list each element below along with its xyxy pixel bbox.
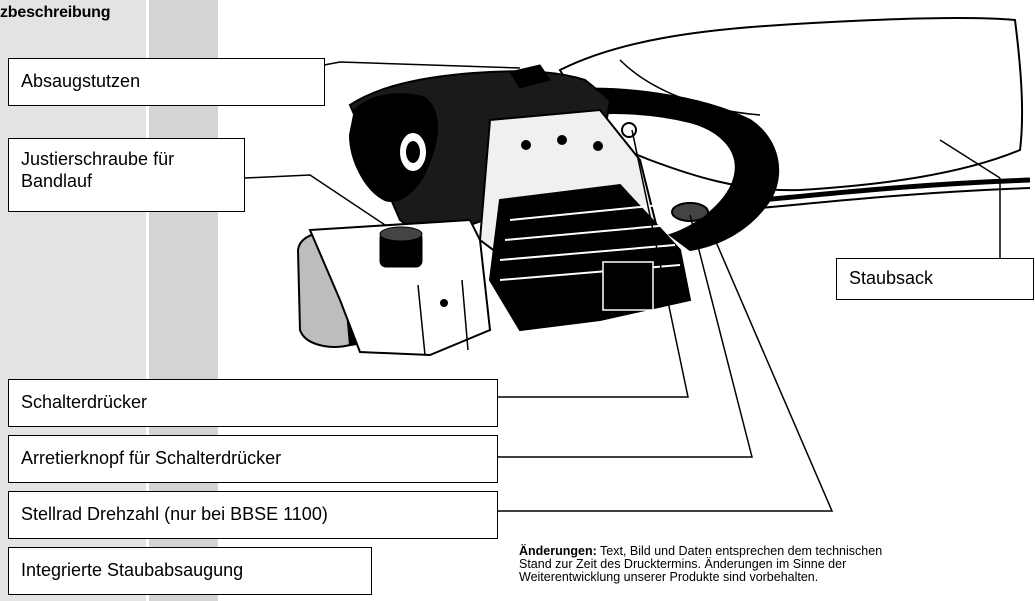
- rear-handle: [558, 87, 780, 252]
- switch-button: [621, 122, 637, 138]
- speed-dial: [671, 202, 709, 222]
- label-justierschraube: Justierschraube für Bandlauf: [8, 138, 245, 212]
- label-schalterdruecker-text: Schalterdrücker: [21, 392, 148, 413]
- dust-nozzle: [509, 64, 551, 89]
- front-grip: [348, 93, 438, 202]
- label-staubsack-text: Staubsack: [849, 268, 934, 289]
- leader-lines: [244, 61, 1001, 512]
- change-notice-line3: Weiterentwicklung unserer Produkte sind …: [519, 570, 819, 584]
- label-staubsack: Staubsack: [836, 258, 1034, 300]
- label-stellrad-text: Stellrad Drehzahl (nur bei BBSE 1100): [21, 504, 328, 525]
- power-cable: [759, 177, 1031, 203]
- label-staubabsaugung-text: Integrierte Staubabsaugung: [21, 560, 244, 581]
- page-heading: zbeschreibung: [0, 4, 111, 21]
- sidebar-separator: [146, 0, 149, 601]
- change-notice: Änderungen: Text, Bild und Daten entspre…: [519, 545, 1019, 584]
- label-absaugstutzen-text: Absaugstutzen: [21, 71, 141, 92]
- label-absaugstutzen: Absaugstutzen: [8, 58, 325, 106]
- label-schalterdruecker: Schalterdrücker: [8, 379, 498, 427]
- label-arretierknopf: Arretierknopf für Schalterdrücker: [8, 435, 498, 483]
- change-notice-line2: Stand zur Zeit des Drucktermins. Änderun…: [519, 557, 847, 571]
- label-justierschraube-line1: Justierschraube für: [21, 149, 175, 169]
- label-stellrad: Stellrad Drehzahl (nur bei BBSE 1100): [8, 491, 498, 539]
- base-housing: [308, 218, 492, 357]
- label-staubabsaugung: Integrierte Staubabsaugung: [8, 547, 372, 595]
- change-notice-heading: Änderungen:: [519, 544, 597, 558]
- label-arretierknopf-text: Arretierknopf für Schalterdrücker: [21, 448, 282, 469]
- label-justierschraube-line2: Bandlauf: [21, 170, 93, 191]
- change-notice-line1: Text, Bild und Daten entsprechen dem tec…: [596, 544, 883, 558]
